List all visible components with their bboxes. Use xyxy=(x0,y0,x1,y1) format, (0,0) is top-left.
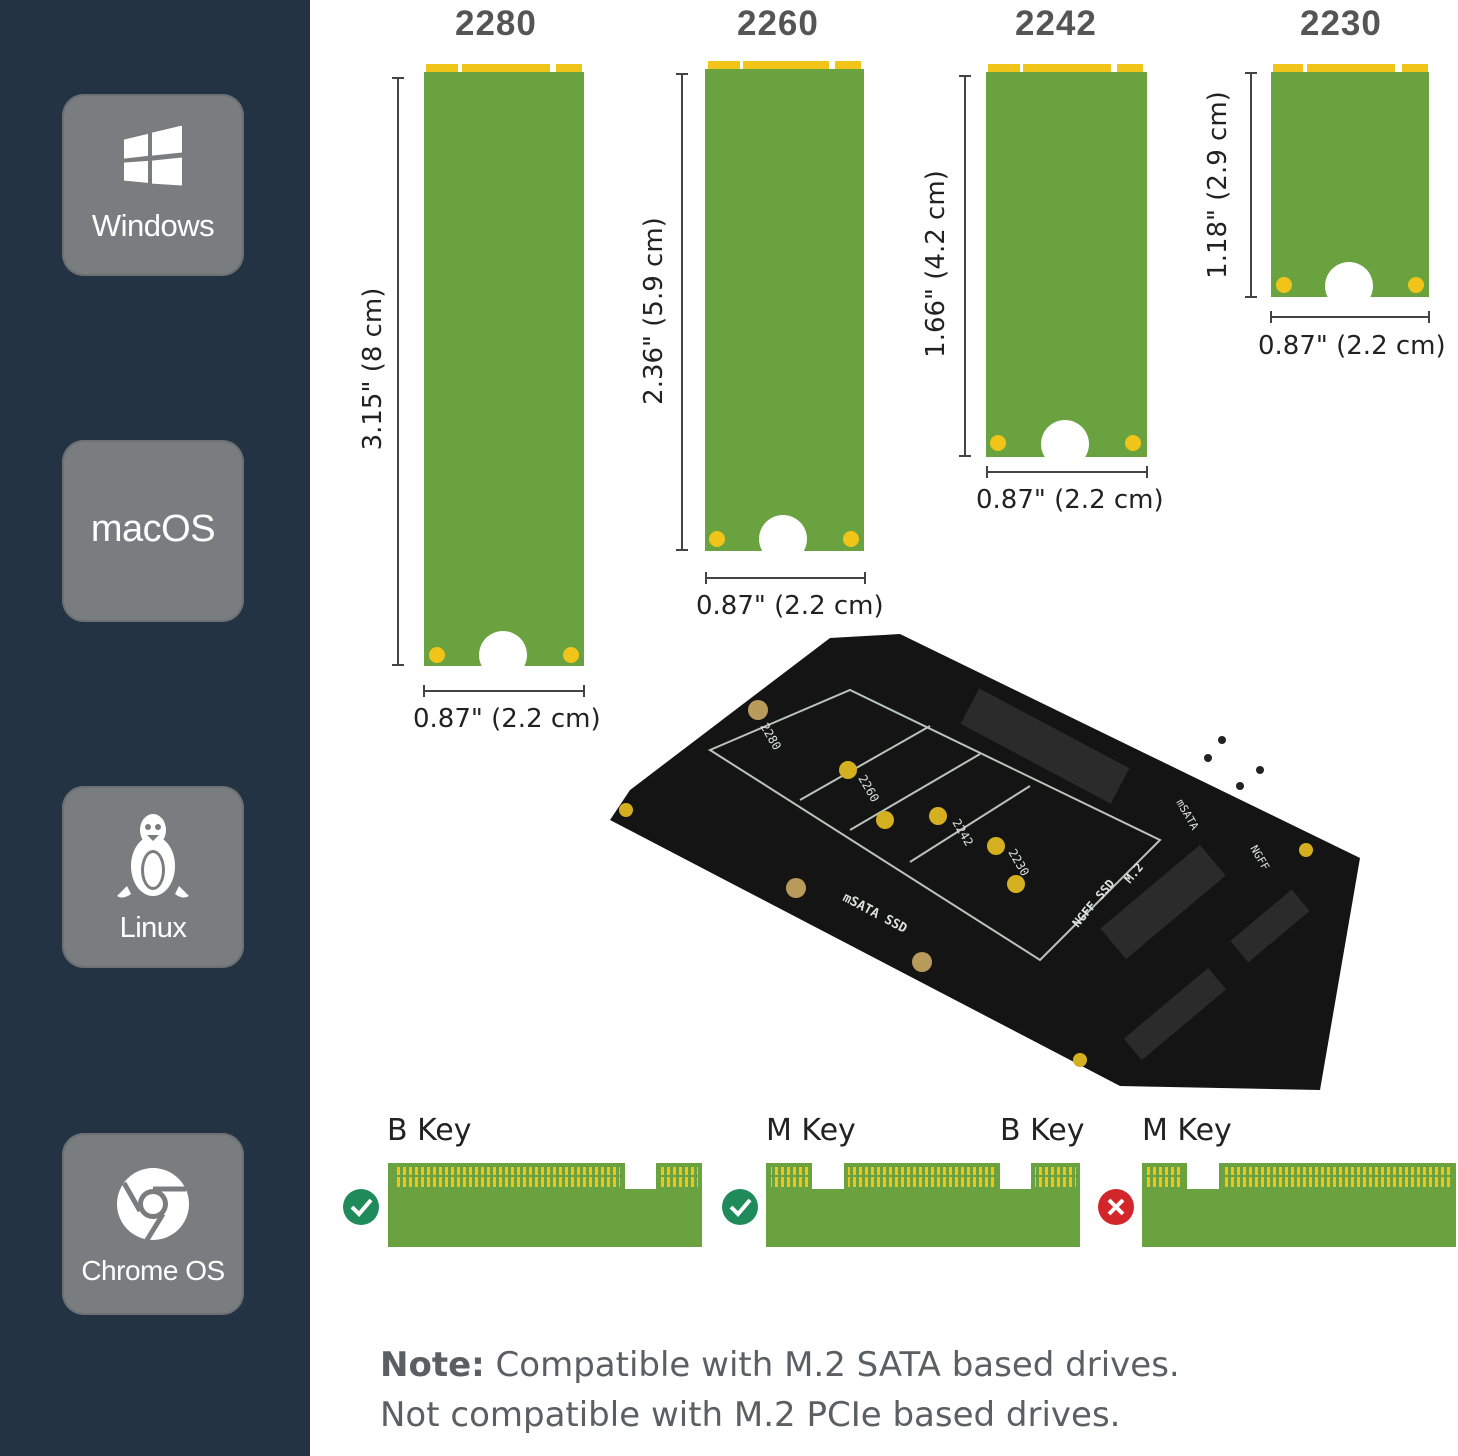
note-line1: Compatible with M.2 SATA based drives. xyxy=(484,1345,1180,1385)
card-2242 xyxy=(959,64,1148,478)
b-key-connector xyxy=(343,1163,702,1247)
width-label-2280: 0.87" (2.2 cm) xyxy=(413,704,601,734)
size-title-2230: 2230 xyxy=(1300,4,1382,43)
length-label-2260: 2.36" (5.9 cm) xyxy=(639,217,669,405)
windows-logo-icon xyxy=(124,126,182,186)
note-bold: Note: xyxy=(380,1345,485,1385)
os-label-linux: Linux xyxy=(119,912,187,944)
chrome-logo-icon xyxy=(117,1168,189,1242)
compatible-check-icon xyxy=(343,1189,379,1225)
os-tile-linux: Linux xyxy=(62,786,244,968)
adapter-board-image: 2280 2260 2242 2230 mSATA SSD NGFF SSD M… xyxy=(610,634,1360,1090)
card-2280 xyxy=(392,64,585,697)
compatible-check-icon-2 xyxy=(722,1189,758,1225)
card-2230 xyxy=(1245,64,1430,323)
os-label-macos: macOS xyxy=(90,508,216,550)
key-label-b: B Key xyxy=(387,1113,472,1148)
width-label-2260: 0.87" (2.2 cm) xyxy=(696,591,884,621)
note-line2: Not compatible with M.2 PCIe based drive… xyxy=(380,1395,1121,1435)
length-label-2230: 1.18" (2.9 cm) xyxy=(1203,91,1233,279)
key-label-b-2: B Key xyxy=(1000,1113,1085,1148)
m-key-connector xyxy=(1098,1163,1456,1247)
key-diagrams xyxy=(343,1163,1456,1247)
os-sidebar: Windows macOS Linux Chrome OS xyxy=(0,0,310,1456)
compatibility-note: Note: Compatible with M.2 SATA based dri… xyxy=(380,1340,1180,1440)
mb-key-connector xyxy=(722,1163,1080,1247)
m2-size-cards xyxy=(392,61,1430,697)
tux-penguin-icon xyxy=(117,814,189,898)
length-label-2242: 1.66" (4.2 cm) xyxy=(921,170,951,358)
os-tile-windows: Windows xyxy=(62,94,244,276)
size-title-2260: 2260 xyxy=(737,4,819,43)
os-label-chromeos: Chrome OS xyxy=(81,1255,225,1286)
os-label-windows: Windows xyxy=(91,208,215,243)
os-tile-macos: macOS xyxy=(62,440,244,622)
card-2260 xyxy=(676,61,866,584)
key-label-m: M Key xyxy=(766,1113,856,1148)
os-tile-chromeos: Chrome OS xyxy=(62,1133,244,1315)
size-title-2280: 2280 xyxy=(455,4,537,43)
width-label-2230: 0.87" (2.2 cm) xyxy=(1258,331,1446,361)
key-label-m-2: M Key xyxy=(1142,1113,1232,1148)
size-title-2242: 2242 xyxy=(1015,4,1097,43)
length-label-2280: 3.15" (8 cm) xyxy=(358,287,388,451)
width-label-2242: 0.87" (2.2 cm) xyxy=(976,485,1164,515)
